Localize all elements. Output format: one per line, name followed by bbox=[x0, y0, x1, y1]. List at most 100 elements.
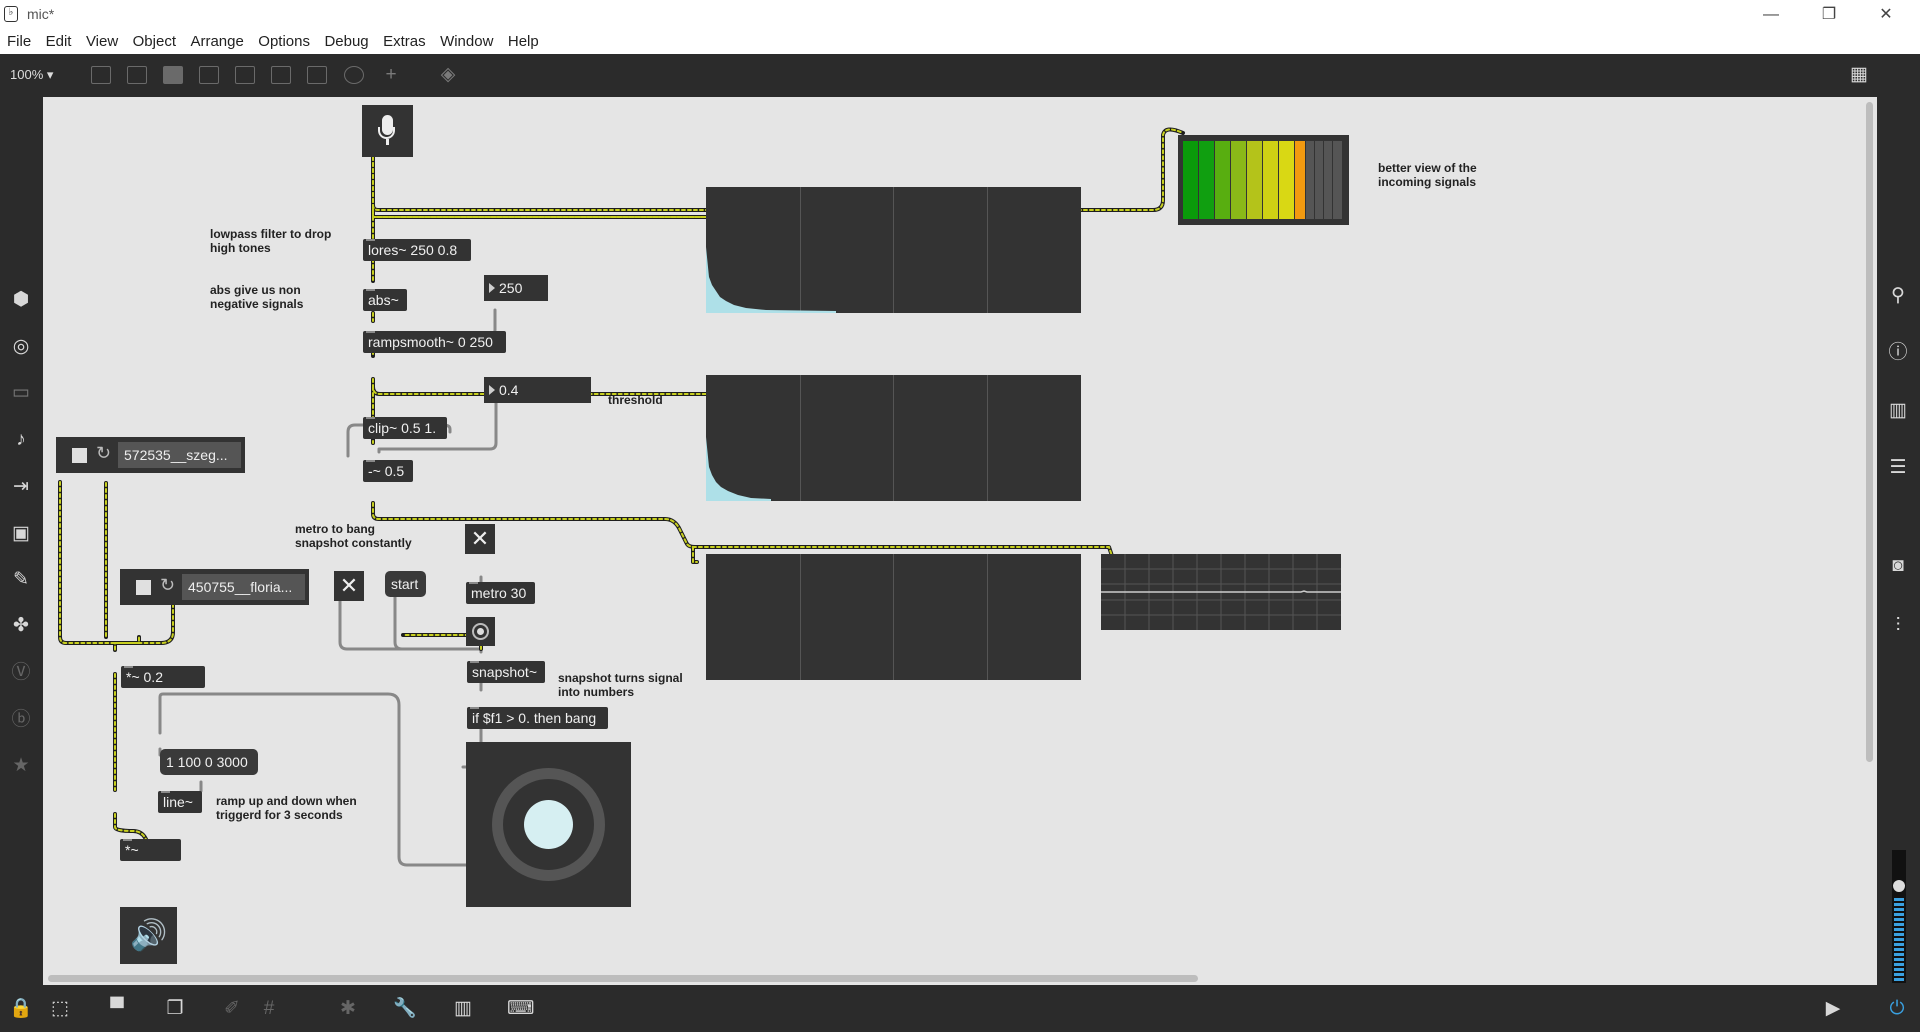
clip-object[interactable]: clip~ 0.5 1. bbox=[363, 417, 447, 439]
speaker-icon: 🔊 bbox=[130, 919, 168, 952]
large-bang-button[interactable] bbox=[466, 742, 631, 907]
horizontal-scrollbar[interactable] bbox=[48, 975, 1198, 982]
plug-icon[interactable]: ✤ bbox=[13, 615, 29, 636]
audio-file-2[interactable]: 450755__floria... bbox=[182, 574, 305, 600]
vertical-scrollbar[interactable] bbox=[1866, 102, 1873, 762]
new-comment-icon[interactable] bbox=[163, 66, 183, 84]
ramp-time-number[interactable]: 250 bbox=[484, 275, 548, 301]
spectroscope-1[interactable] bbox=[706, 187, 1081, 313]
reference-book-icon[interactable]: ▥ bbox=[1889, 400, 1907, 421]
bottom-toolbar: 🔒 ⬚ ▀ ❐ ✐ # ✱ 🔧 ▥ ⌨ ▶ ⏻ bbox=[0, 985, 1920, 1032]
if-then-object[interactable]: if $f1 > 0. then bang bbox=[467, 707, 608, 729]
grid-icon[interactable]: # bbox=[263, 998, 275, 1019]
clip-icon[interactable]: ▭ bbox=[12, 382, 30, 403]
piano-keys-icon[interactable]: ▥ bbox=[454, 998, 472, 1019]
max-console-icon[interactable]: ☰ bbox=[1889, 457, 1907, 478]
ezadc-microphone[interactable] bbox=[362, 105, 413, 157]
target-icon[interactable]: ◎ bbox=[12, 336, 30, 357]
menu-arrange[interactable]: Arrange bbox=[190, 33, 244, 50]
vizzie-icon[interactable]: Ⓥ bbox=[11, 662, 31, 683]
new-button-icon[interactable] bbox=[199, 66, 219, 84]
snapshot-object[interactable]: snapshot~ bbox=[467, 661, 545, 683]
metro-toggle[interactable]: ✕ bbox=[465, 524, 495, 554]
presentation-icon[interactable]: ⬚ bbox=[51, 998, 69, 1019]
abs-object[interactable]: abs~ bbox=[363, 289, 407, 311]
play-checkbox-1[interactable] bbox=[72, 448, 87, 463]
lock-icon[interactable]: 🔒 bbox=[9, 998, 33, 1019]
new-number-icon[interactable] bbox=[271, 66, 291, 84]
menu-debug[interactable]: Debug bbox=[324, 33, 369, 50]
add-object-icon[interactable]: + bbox=[385, 64, 397, 85]
play-checkbox-2[interactable] bbox=[136, 580, 151, 595]
menu-options[interactable]: Options bbox=[258, 33, 310, 50]
ezdac-speaker[interactable]: 🔊 bbox=[120, 907, 177, 964]
left-sidebar: ⬢ ◎ ▭ ♪ ⇥ ▣ ✎ ✤ Ⓥ ⓑ ★ bbox=[0, 97, 43, 985]
comment-ramp: ramp up and down when triggerd for 3 sec… bbox=[216, 794, 357, 822]
signal-scope[interactable] bbox=[1101, 554, 1341, 630]
keyboard-icon[interactable]: ⌨ bbox=[507, 998, 535, 1019]
multiply-0-2-object[interactable]: *~ 0.2 bbox=[121, 666, 205, 688]
start-toggle[interactable]: ✕ bbox=[334, 571, 364, 601]
metro-object[interactable]: metro 30 bbox=[466, 582, 535, 604]
paint-bucket-icon[interactable]: ◈ bbox=[440, 64, 456, 85]
minus-object[interactable]: -~ 0.5 bbox=[363, 460, 413, 482]
paperclip-icon[interactable]: ✎ bbox=[13, 569, 29, 590]
image-icon[interactable]: ▣ bbox=[12, 523, 30, 544]
new-dial-icon[interactable] bbox=[344, 66, 364, 84]
menu-extras[interactable]: Extras bbox=[383, 33, 426, 50]
info-icon[interactable]: ⓘ bbox=[1888, 342, 1908, 363]
comment-bubble-icon[interactable]: ▀ bbox=[110, 998, 124, 1019]
menu-window[interactable]: Window bbox=[440, 33, 494, 50]
spectroscope-3[interactable] bbox=[706, 554, 1081, 680]
start-message[interactable]: start bbox=[385, 571, 426, 597]
windows-icon[interactable]: ❐ bbox=[166, 998, 184, 1019]
max-app-icon: ♭ bbox=[4, 6, 18, 22]
multiply-object[interactable]: *~ bbox=[120, 839, 181, 861]
bang-button[interactable] bbox=[466, 617, 495, 646]
loop-icon[interactable]: ↻ bbox=[160, 575, 176, 595]
comment-metro: metro to bang snapshot constantly bbox=[295, 522, 412, 550]
menu-file[interactable]: File bbox=[7, 33, 32, 50]
rampsmooth-object[interactable]: rampsmooth~ 0 250 bbox=[363, 331, 506, 353]
audio-volume-slider[interactable] bbox=[1892, 850, 1906, 983]
line-message[interactable]: 1 100 0 3000 bbox=[160, 749, 258, 775]
mixer-sliders-icon[interactable]: ⫶ bbox=[1895, 615, 1901, 636]
level-meter bbox=[1178, 135, 1349, 225]
close-button[interactable]: ✕ bbox=[1879, 6, 1893, 23]
menu-object[interactable]: Object bbox=[132, 33, 176, 50]
comment-snapshot: snapshot turns signal into numbers bbox=[558, 671, 683, 699]
line-object[interactable]: line~ bbox=[158, 791, 202, 813]
audio-file-1[interactable]: 572535__szeg... bbox=[118, 442, 241, 468]
sequence-icon[interactable]: ⇥ bbox=[13, 476, 29, 497]
patcher-canvas[interactable]: lores~ 250 0.8 abs~ 250 rampsmooth~ 0 25… bbox=[43, 97, 1877, 985]
lores-object[interactable]: lores~ 250 0.8 bbox=[363, 239, 471, 261]
spectroscope-2[interactable] bbox=[706, 375, 1081, 501]
comment-lowpass: lowpass filter to drop high tones bbox=[210, 227, 332, 255]
menu-edit[interactable]: Edit bbox=[45, 33, 72, 50]
minimize-button[interactable]: — bbox=[1763, 6, 1779, 23]
pencil-icon[interactable]: ✐ bbox=[224, 998, 240, 1019]
search-icon[interactable]: ⚲ bbox=[1891, 285, 1905, 306]
music-note-icon[interactable]: ♪ bbox=[16, 429, 26, 450]
power-icon[interactable]: ⏻ bbox=[1889, 998, 1905, 1019]
menu-view[interactable]: View bbox=[85, 33, 119, 50]
zoom-selector[interactable]: 100% ▾ bbox=[10, 67, 54, 82]
snapshot-camera-icon[interactable]: ◙ bbox=[1892, 555, 1904, 576]
play-icon[interactable]: ▶ bbox=[1825, 998, 1841, 1019]
comment-threshold: threshold bbox=[608, 393, 663, 407]
new-toggle-icon[interactable] bbox=[235, 66, 255, 84]
new-slider-icon[interactable] bbox=[307, 66, 327, 84]
packages-icon[interactable]: ⬢ bbox=[12, 289, 30, 310]
menu-help[interactable]: Help bbox=[507, 33, 539, 50]
bpatcher-icon[interactable]: ⓑ bbox=[11, 709, 31, 730]
favorites-star-icon[interactable]: ★ bbox=[12, 755, 30, 776]
new-object-icon[interactable] bbox=[91, 66, 111, 84]
window-title: mic* bbox=[27, 6, 55, 22]
threshold-number[interactable]: 0.4 bbox=[484, 377, 591, 403]
sidebar-toggle-icon[interactable]: ▦ bbox=[1850, 64, 1868, 85]
wrench-icon[interactable]: 🔧 bbox=[393, 998, 417, 1019]
new-message-icon[interactable] bbox=[127, 66, 147, 84]
loop-icon[interactable]: ↻ bbox=[96, 443, 112, 463]
restore-button[interactable]: ❐ bbox=[1821, 6, 1837, 23]
debug-icon[interactable]: ✱ bbox=[340, 998, 356, 1019]
